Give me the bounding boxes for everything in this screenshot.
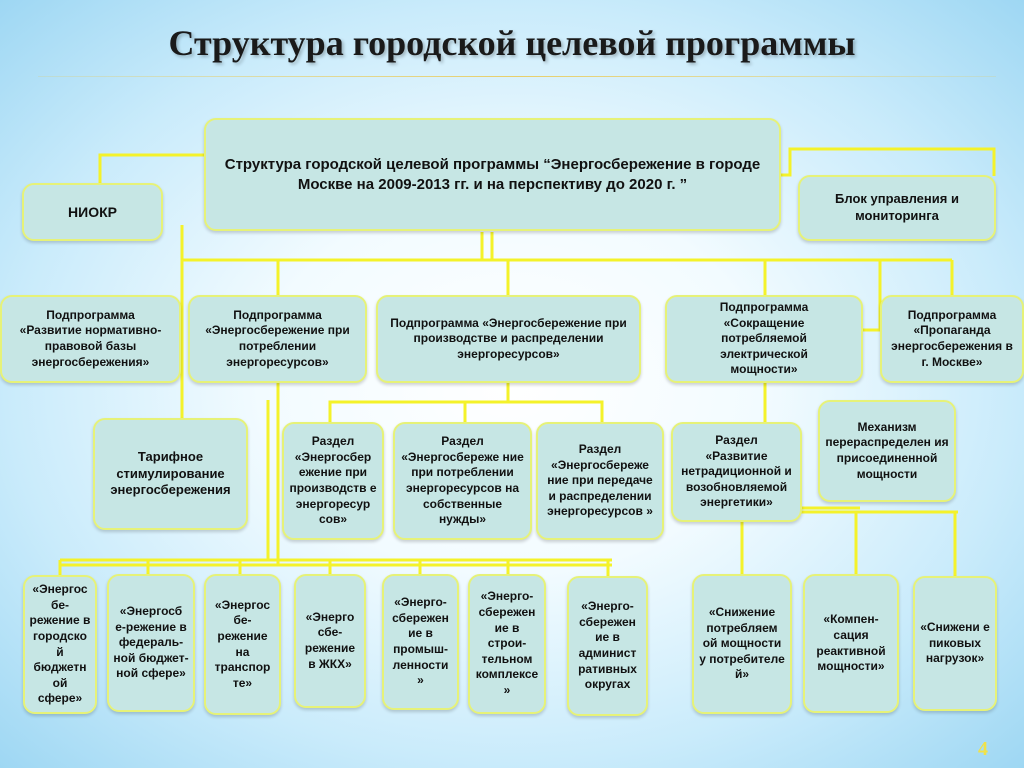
title-divider <box>38 76 996 77</box>
leaf-compensation-box: «Компен-сация реактивной мощности» <box>803 574 899 713</box>
leaf-federal-budget-box: «Энергосб е-режение в федераль-ной бюдже… <box>107 574 195 712</box>
section-renewable-box: Раздел «Развитие нетрадиционной и возобн… <box>671 422 802 522</box>
section-transfer-box: Раздел «Энергосбереже ние при передаче и… <box>536 422 664 540</box>
leaf-peak-load-box: «Снижени е пиковых нагрузок» <box>913 576 997 711</box>
leaf-reduce-power-box: «Снижение потребляем ой мощности у потре… <box>692 574 792 714</box>
slide-title: Структура городской целевой программы <box>168 23 856 63</box>
mechanism-redistribution-box: Механизм перераспределен ия присоединенн… <box>818 400 956 502</box>
subprogram-propaganda-box: Подпрограмма «Пропаганда энергосбережени… <box>880 295 1024 383</box>
subprogram-power-box: Подпрограмма «Сокращение потребляемой эл… <box>665 295 863 383</box>
leaf-transport-box: «Энергос бе-режение на транспор те» <box>204 574 281 715</box>
leaf-housing-box: «Энерго сбе-режение в ЖКХ» <box>294 574 366 708</box>
page-number: 4 <box>978 738 988 760</box>
tariff-stimulation-box: Тарифное стимулирование энергосбережения <box>93 418 248 530</box>
subprogram-production-box: Подпрограмма «Энергосбережение при произ… <box>376 295 641 383</box>
section-production-box: Раздел «Энергосбер ежение при производст… <box>282 422 384 540</box>
section-own-needs-box: Раздел «Энергосбереже ние при потреблени… <box>393 422 532 540</box>
control-block-box: Блок управления и мониторинга <box>798 175 996 241</box>
leaf-city-budget-box: «Энергос бе-режение в городско й бюджетн… <box>23 575 97 714</box>
niokr-box: НИОКР <box>22 183 163 241</box>
leaf-industry-box: «Энерго-сбережен ие в промыш-ленности » <box>382 574 459 710</box>
leaf-districts-box: «Энерго-сбережен ие в админист ративных … <box>567 576 648 716</box>
subprogram-legal-box: Подпрограмма «Развитие нормативно-правов… <box>0 295 181 383</box>
main-program-box: Структура городской целевой программы “Э… <box>204 118 781 231</box>
leaf-construction-box: «Энерго-сбережен ие в строи-тельном комп… <box>468 574 546 714</box>
subprogram-consumption-box: Подпрограмма «Энергосбережение при потре… <box>188 295 367 383</box>
